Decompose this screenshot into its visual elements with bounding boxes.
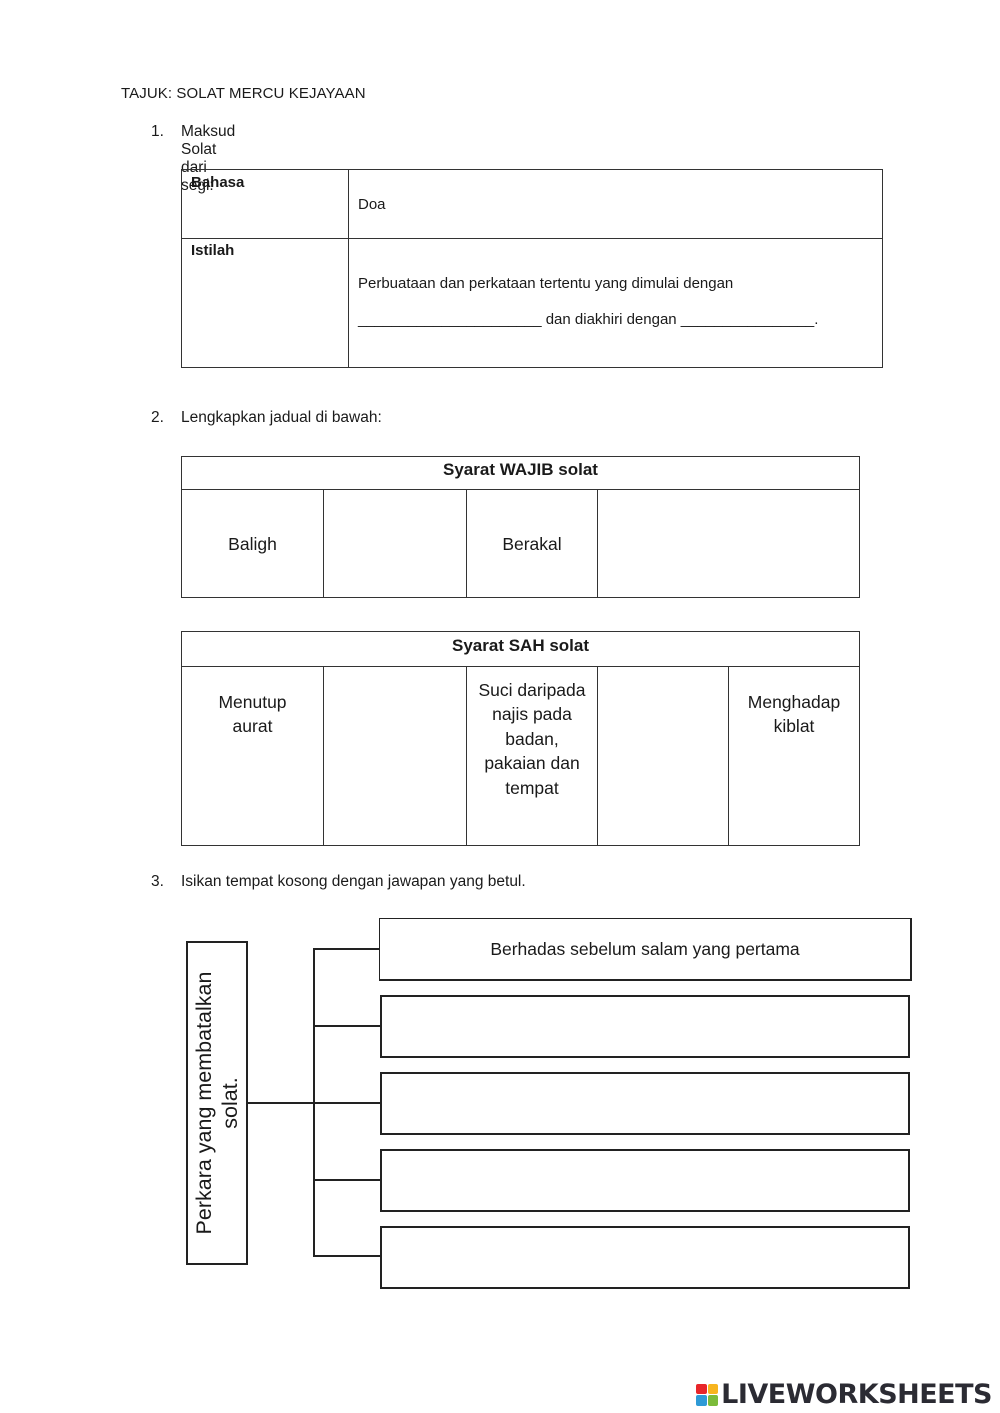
row-value-istilah-line1: Perbuataan dan perkataan tertentu yang d… — [358, 275, 734, 292]
connector-line — [248, 1102, 314, 1104]
table-divider — [466, 666, 467, 845]
logo-mark-icon — [696, 1383, 719, 1406]
root-label-box: Perkara yang membatalkan solat. — [186, 941, 248, 1265]
table-divider — [597, 666, 598, 845]
sah-cell: Menghadap kiblat — [747, 691, 841, 737]
table-divider — [182, 489, 859, 490]
question-text: Lengkapkan jadual di bawah: — [181, 409, 382, 426]
question-text: Maksud Solat dari segi: — [181, 123, 236, 194]
wajib-answer-cell[interactable] — [598, 490, 859, 598]
connector-line — [313, 1179, 381, 1181]
connector-line — [313, 948, 380, 950]
table-divider — [597, 489, 598, 597]
page-title: TAJUK: SOLAT MERCU KEJAYAAN — [121, 85, 366, 102]
table-divider — [728, 666, 729, 845]
question-number: 2. — [151, 409, 164, 426]
sah-answer-cell[interactable] — [324, 667, 466, 845]
wajib-cell: Baligh — [228, 533, 277, 554]
table-divider — [182, 666, 859, 667]
row-label-istilah: Istilah — [191, 242, 235, 259]
liveworksheets-logo: LIVEWORKSHEETS — [696, 1379, 992, 1410]
table-heading: Syarat WAJIB solat — [443, 460, 598, 479]
connector-line — [313, 1255, 381, 1257]
row-value-bahasa: Doa — [358, 196, 386, 213]
table-divider — [323, 666, 324, 845]
logo-mark-square — [707, 1395, 719, 1406]
sah-cell: Suci daripada najis pada badan, pakaian … — [478, 679, 586, 798]
question-number: 3. — [151, 873, 164, 890]
logo-mark-square — [696, 1383, 707, 1394]
logo-mark-square — [696, 1395, 707, 1406]
syarat-wajib-table: Syarat WAJIB solat Baligh Berakal — [181, 456, 860, 598]
question-number: 1. — [151, 123, 164, 140]
table-divider — [182, 238, 882, 239]
sah-answer-cell[interactable] — [598, 667, 728, 845]
answer-box[interactable] — [380, 995, 910, 1058]
root-label: Perkara yang membatalkan solat. — [192, 971, 242, 1235]
table-divider — [323, 489, 324, 597]
syarat-sah-table: Syarat SAH solat Menutup aurat Suci dari… — [181, 631, 860, 846]
table-divider — [348, 170, 349, 367]
answer-box[interactable] — [380, 1072, 910, 1135]
connector-line — [313, 1102, 381, 1104]
wajib-answer-cell[interactable] — [324, 490, 466, 598]
meaning-table: Bahasa Doa Istilah Perbuataan dan perkat… — [181, 169, 883, 368]
wajib-cell: Berakal — [502, 533, 562, 554]
sah-cell: Menutup aurat — [218, 691, 287, 737]
answer-box[interactable] — [380, 1149, 910, 1212]
connector-line — [313, 1025, 381, 1027]
row-label-bahasa: Bahasa — [191, 174, 245, 191]
question-text: Isikan tempat kosong dengan jawapan yang… — [181, 873, 526, 890]
answer-box: Berhadas sebelum salam yang pertama — [379, 918, 912, 981]
table-divider — [466, 489, 467, 597]
answer-box[interactable] — [380, 1226, 910, 1289]
logo-mark-square — [707, 1383, 719, 1394]
logo-text: LIVEWORKSHEETS — [721, 1379, 992, 1410]
row-value-istilah-line2[interactable]: ______________________ dan diakhiri deng… — [358, 311, 819, 328]
table-heading: Syarat SAH solat — [452, 636, 589, 655]
